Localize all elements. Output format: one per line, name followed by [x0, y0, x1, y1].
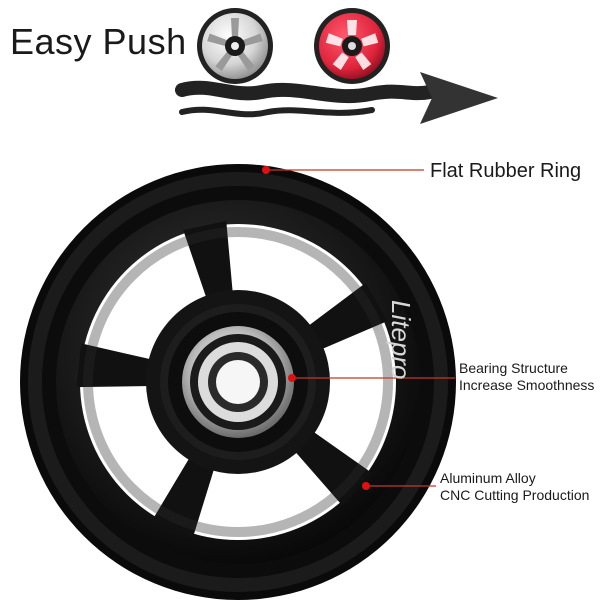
callout-alloy-line2: CNC Cutting Production [440, 486, 590, 503]
callout-dot-bearing [288, 374, 296, 382]
callout-dot-rubber [262, 166, 270, 174]
wave-road-lower [179, 106, 375, 118]
arrow-icon [420, 72, 498, 124]
red-wheel [314, 8, 390, 84]
black-wheel [20, 164, 456, 600]
callout-bearing-line1: Bearing Structure [459, 360, 568, 376]
callout-rubber-ring: Flat Rubber Ring [430, 160, 582, 182]
callout-alloy: Aluminum Alloy CNC Cutting Production [440, 470, 589, 504]
brand-mark: Litepro [386, 300, 416, 380]
headline: Easy Push [10, 21, 187, 62]
callout-dot-alloy [362, 482, 370, 490]
callout-bearing: Bearing Structure Increase Smoothness [459, 360, 594, 394]
callout-alloy-line1: Aluminum Alloy [440, 470, 536, 486]
callout-bearing-line2: Increase Smoothness [459, 376, 595, 393]
wave-road [175, 80, 437, 104]
silver-wheel [197, 8, 273, 84]
